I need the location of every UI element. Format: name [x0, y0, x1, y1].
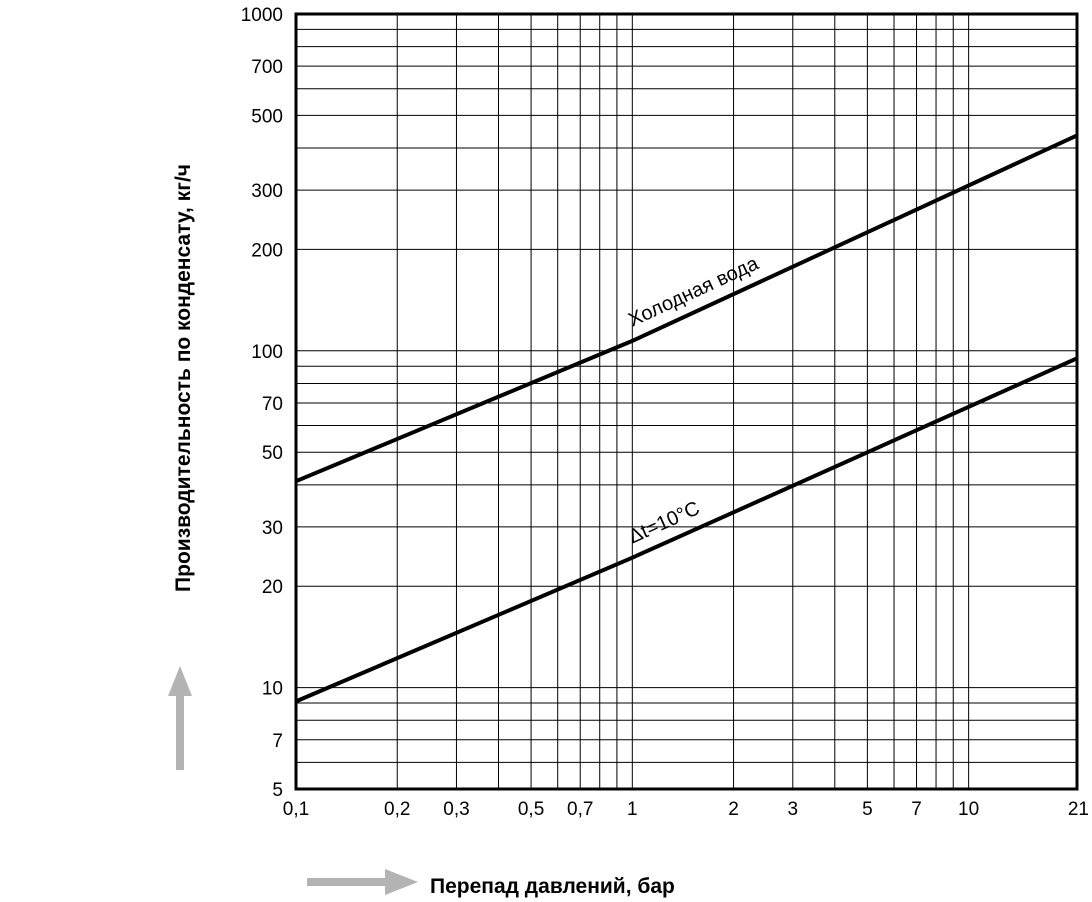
y-axis-title: Производительность по конденсату, кг/ч: [172, 164, 195, 592]
y-tick-label: 500: [251, 106, 283, 127]
x-tick-label: 7: [911, 799, 922, 820]
y-tick-label: 300: [251, 181, 283, 202]
y-tick-label: 20: [262, 577, 283, 598]
x-tick-label: 0,1: [283, 799, 309, 820]
x-tick-label: 21: [1068, 799, 1089, 820]
y-tick-label: 50: [262, 443, 283, 464]
x-tick-label: 1: [627, 799, 638, 820]
x-tick-label: 10: [958, 799, 979, 820]
x-tick-label: 5: [862, 799, 873, 820]
up-arrow-icon: [168, 666, 192, 770]
plot-frame: [294, 12, 1079, 791]
series-line-1: [295, 133, 1078, 484]
y-tick-label: 70: [262, 394, 283, 415]
curves: [295, 133, 1078, 704]
y-tick-label: 700: [251, 57, 283, 78]
right-arrow-icon: [307, 869, 418, 895]
y-tick-label: 100: [251, 342, 283, 363]
y-tick-label: 10: [262, 679, 283, 700]
x-tick-label: 0,5: [518, 799, 544, 820]
x-tick-label: 0,7: [567, 799, 593, 820]
curve-label-2: Δt=10°C: [625, 497, 703, 548]
y-tick-label: 7: [272, 731, 283, 752]
x-axis-title: Перепад давлений, бар: [430, 875, 675, 898]
grid: [296, 14, 1077, 789]
y-tick-label: 200: [251, 240, 283, 261]
x-tick-label: 0,2: [384, 799, 410, 820]
y-tick-label: 30: [262, 518, 283, 539]
x-tick-label: 2: [728, 799, 739, 820]
x-tick-labels: 0,1 0,2 0,3 0,5 0,7 1 2 3 5 7 10 21: [283, 799, 1089, 820]
series-line-2: [295, 356, 1078, 704]
x-tick-label: 3: [787, 799, 798, 820]
x-tick-label: 0,3: [443, 799, 469, 820]
y-tick-label: 1000: [241, 5, 283, 26]
y-tick-label: 5: [272, 780, 283, 801]
y-tick-labels: 5 7 10 20 30 50 70 100 200 300 500 700 1000: [241, 5, 283, 801]
